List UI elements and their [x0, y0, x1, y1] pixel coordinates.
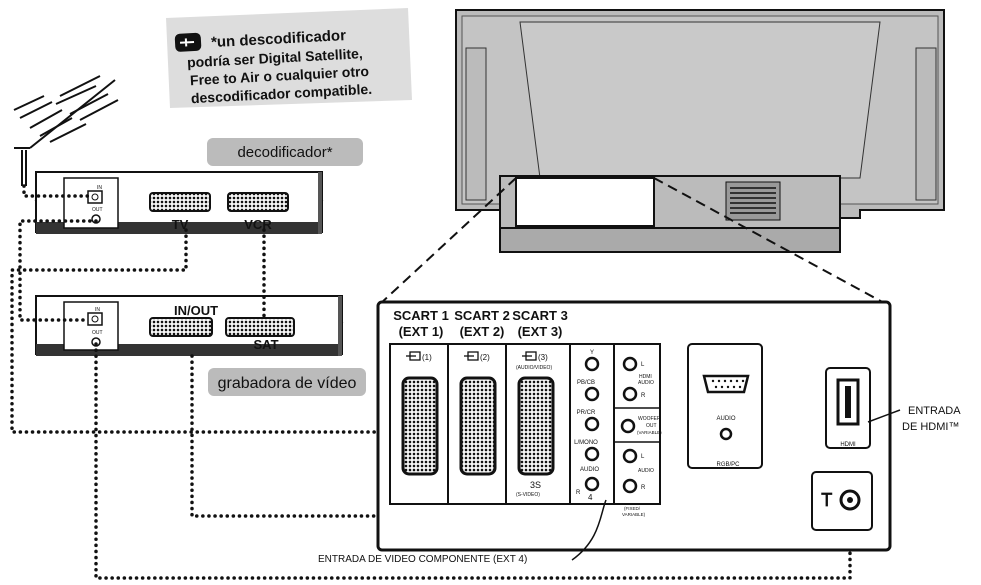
- recorder-scart-inout-label: IN/OUT: [174, 303, 218, 318]
- decoder-note: *un descodificador podría ser Digital Sa…: [166, 8, 412, 108]
- decoder-antenna-out-jack: [91, 214, 101, 224]
- recorder-antenna-in-jack: [87, 312, 103, 326]
- audio-out-fixed-label-2: VARIABLE): [622, 512, 646, 517]
- hdmi-callout-line-1: ENTRADA: [908, 405, 961, 417]
- hdmi-callout-line-2: DE HDMI™: [902, 421, 959, 433]
- audio-out-r-label: R: [641, 485, 646, 491]
- rgb-audio-label: AUDIO: [716, 416, 735, 422]
- woofer-out-jack: [620, 418, 636, 434]
- cable-decoder-to-recorder-antenna: [18, 219, 98, 322]
- ext1-input-label: (1): [422, 353, 432, 362]
- ext3-input-label: (3): [538, 353, 548, 362]
- cable-recorder-to-tv-antenna: [94, 342, 852, 580]
- decoder-port-in-label: IN: [97, 185, 102, 191]
- component-pb-jack: [584, 386, 600, 402]
- scart1-connector: [401, 376, 439, 476]
- scart3-subtitle: (EXT 3): [518, 324, 563, 339]
- ext2-input-label: (2): [480, 353, 490, 362]
- scart3-title: SCART 3: [512, 308, 568, 323]
- decoder-scart-tv: [149, 192, 211, 212]
- component-callout: ENTRADA DE VIDEO COMPONENTE (EXT 4): [318, 499, 607, 565]
- scart2-title: SCART 2: [454, 308, 510, 323]
- decoder-port-out-label: OUT: [92, 207, 103, 213]
- rgb-audio-jack: [719, 427, 733, 441]
- recorder-antenna-out-jack: [91, 337, 101, 347]
- woofer-label-1: WOOFER: [638, 416, 661, 422]
- scart1-title: SCART 1: [393, 308, 449, 323]
- svideo-label: 3S: [530, 480, 541, 490]
- component-callout-text: ENTRADA DE VIDEO COMPONENTE (EXT 4): [318, 554, 527, 565]
- recorder-scart-inout: [149, 317, 213, 337]
- audio-out-label: AUDIO: [638, 468, 654, 474]
- audio-out-r-jack: [622, 478, 638, 494]
- rgb-pc-connector: [702, 374, 750, 394]
- component-y-jack: [584, 356, 600, 372]
- connector-panel: SCART 1 (EXT 1) SCART 2 (EXT 2) SCART 3 …: [376, 300, 892, 552]
- decoder-label: decodificador*: [237, 144, 332, 161]
- audio-out-l-jack: [622, 448, 638, 464]
- ext3-input-sublabel: (AUDIO/VIDEO): [516, 365, 552, 371]
- hdmi-audio-r-label: R: [641, 393, 646, 399]
- rgb-pc-label: RGB/PC: [716, 462, 740, 468]
- decoder-device: decodificador* IN OUT TV VCR: [34, 138, 363, 234]
- antenna-icon: [13, 75, 119, 186]
- ext1-input-icon: (1): [406, 351, 432, 362]
- hdmi-callout: ENTRADA DE HDMI™: [867, 405, 961, 433]
- audio-out-fixed-label-1: (FIXED/: [624, 506, 641, 511]
- hdmi-audio-label-2: AUDIO: [638, 380, 654, 386]
- component-y-label: Y: [590, 350, 594, 356]
- tv-back: [455, 9, 945, 253]
- component-pr-label: PR/CR: [577, 410, 596, 416]
- scart2-subtitle: (EXT 2): [460, 324, 505, 339]
- woofer-label-3: (VARIABLE): [637, 430, 662, 435]
- hdmi-audio-l-jack: [622, 356, 638, 372]
- component-audio-label: AUDIO: [580, 467, 599, 473]
- decoder-scart-vcr-label: VCR: [244, 217, 272, 232]
- component-pr-jack: [584, 416, 600, 432]
- recorder-scart-sat-label: SAT: [253, 337, 278, 352]
- decoder-scart-vcr: [227, 192, 289, 212]
- component-audio-l-jack: [584, 446, 600, 462]
- recorder-scart-sat: [225, 317, 295, 337]
- recorder-port-in-label: IN: [95, 307, 100, 313]
- zoom-lines: [379, 177, 887, 305]
- component-audio-r-jack: [584, 476, 600, 492]
- scart3-connector: [517, 376, 555, 476]
- decoder-scart-tv-label: TV: [172, 217, 189, 232]
- recorder-port-out-label: OUT: [92, 330, 103, 336]
- scart2-connector: [459, 376, 497, 476]
- ext2-input-icon: (2): [464, 351, 490, 362]
- antenna-input-symbol: Ꭲ: [821, 490, 833, 510]
- ext3-input-icon: (3) (AUDIO/VIDEO): [516, 351, 552, 371]
- component-lmono-label: L/MONO: [574, 440, 598, 446]
- component-pb-label: PB/CB: [577, 380, 595, 386]
- scart1-subtitle: (EXT 1): [399, 324, 444, 339]
- hdmi-audio-label-1: HDMI: [639, 374, 652, 380]
- recorder-label: grabadora de vídeo: [218, 375, 357, 392]
- hdmi-label: HDMI: [840, 442, 856, 448]
- cable-decoder-tv-to-ext1: [10, 228, 392, 434]
- woofer-label-2: OUT: [646, 423, 657, 429]
- component-r-label: R: [576, 490, 581, 496]
- svideo-sublabel: (S-VIDEO): [516, 492, 540, 498]
- component-input4-label: 4: [588, 493, 593, 502]
- video-recorder-device: IN OUT IN/OUT SAT grabadora de vídeo: [34, 295, 366, 396]
- audio-out-l-label: L: [641, 454, 645, 460]
- decoder-antenna-in-jack: [87, 190, 103, 204]
- hdmi-audio-l-label: L: [641, 362, 645, 368]
- hdmi-audio-r-jack: [622, 386, 638, 402]
